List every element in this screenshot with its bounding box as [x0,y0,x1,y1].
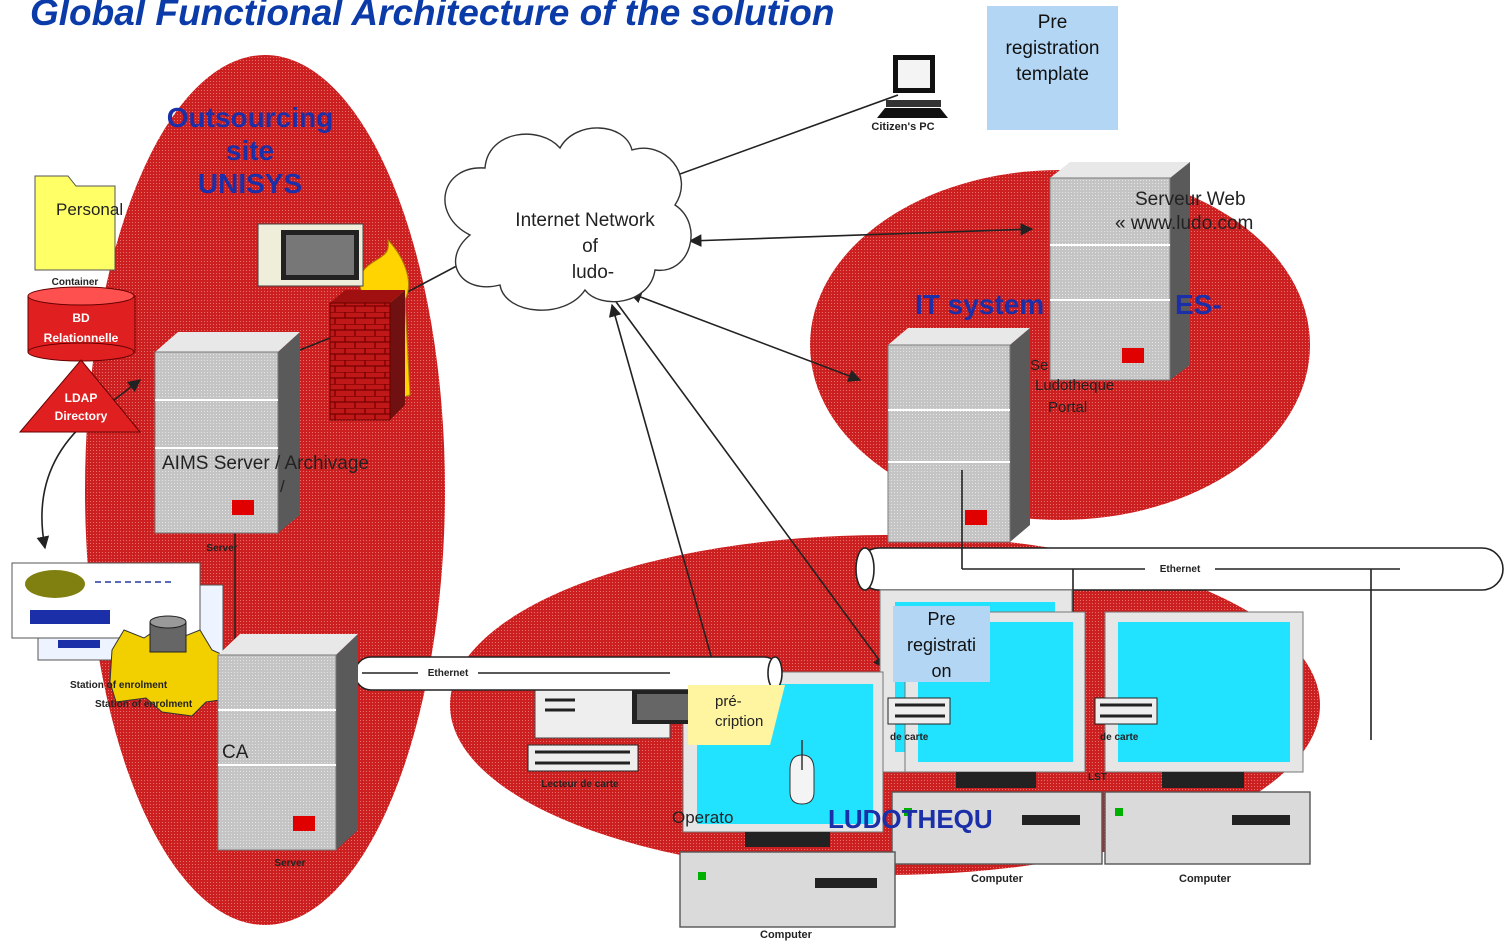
operator-label: Operato [672,808,733,827]
ethernet-bus-left [354,656,783,691]
portal-label-line2: Ludotheque [1035,377,1114,394]
it-systems-label-tail: ES- [1175,289,1222,320]
cloud-label-line3: ludo- [572,262,614,283]
note-bottom-line1: Pre [927,609,956,629]
database-label-line1: BD [72,311,90,325]
cloud-label-line2: of [582,236,599,257]
pre-inscription-line1: pré- [715,693,742,710]
outsourcing-label-line1: Outsourcing [167,102,333,133]
pre-inscription-note [688,685,785,745]
operator-workstation [679,671,896,928]
pre-registration-template-note: Pre registration template [987,6,1118,130]
personal-label: Personal [56,200,123,219]
note-top-line1: Pre [1037,12,1068,33]
ca-server-label: CA [222,742,249,763]
note-bottom-line2: registrati [906,635,977,655]
portal-label-line3: Portal [1048,399,1087,416]
ethernet-label-left: Ethernet [428,668,469,679]
outsourcing-zone-label: Outsourcing site UNISYS [167,102,333,199]
computer-unit-1 [891,791,1103,865]
citizen-pc-icon [877,55,948,118]
card-reader-caption-1: de carte [890,732,929,743]
ldap-label-line1: LDAP [65,391,98,405]
aims-server-caption: Server [206,543,237,554]
workstation-2 [1104,611,1304,788]
aims-server-label-slash: / [280,477,285,496]
internet-cloud: Internet Network of ludo- [444,127,692,311]
ethernet-label-right: Ethernet [1160,564,1201,575]
outsourcing-label-line3: UNISYS [198,168,302,199]
web-server-label-line1: Serveur Web [1135,189,1246,210]
ca-server-icon [217,634,358,851]
portal-server-icon [887,328,1030,543]
citizen-pc-caption: Citizen's PC [871,121,934,133]
aims-server-icon [154,332,300,534]
portal-label-line1: Se [1030,357,1048,374]
database-icon [27,286,136,362]
ludotheque-label: LUDOTHEQU [828,804,993,834]
firewall-icon [329,238,411,421]
it-systems-label: IT system [915,289,1044,320]
pre-inscription-line2: cription [715,713,763,730]
lst-caption: LST [1088,772,1107,783]
link-cloud-webserver [688,223,1034,247]
aims-server-label: AIMS Server / Archivage [162,453,369,474]
pre-registration-note: Pre registrati on [893,606,990,682]
card-reader-1 [887,697,951,725]
personal-caption: Container [52,277,99,288]
note-top-line2: registration [1005,38,1100,59]
ldap-label-line2: Directory [55,409,108,423]
computer-caption-1: Computer [971,873,1024,885]
note-bottom-line3: on [931,661,952,681]
computer-caption-3: Computer [760,929,813,941]
cloud-label-line1: Internet Network [515,210,655,231]
firewall-monitor-icon [257,223,364,287]
enrol-caption-2: Station of enrolment [95,699,193,710]
ethernet-bus-right [855,470,1504,740]
web-server-label-line2: « www.ludo.com [1115,213,1253,234]
computer-caption-2: Computer [1179,873,1232,885]
scanner-gear-icon [109,615,235,717]
note-top-line3: template [1016,64,1089,85]
personal-container-icon [34,175,116,271]
link-cloud-operator [599,278,886,670]
enrolment-documents-icon [11,562,224,661]
card-reader-caption-3: Lecteur de carte [541,779,619,790]
enrol-caption-1: Station of enrolment [70,680,168,691]
ca-server-caption: Server [274,858,305,869]
card-reader-caption-2: de carte [1100,732,1139,743]
enrolment-station [527,687,707,772]
outsourcing-label-line2: site [226,135,274,166]
link-ldap-enrol [36,419,89,550]
page-title: Global Functional Architecture of the so… [30,0,835,33]
web-server-icon [1049,162,1190,381]
card-reader-2 [1094,697,1158,725]
database-label-line2: Relationnelle [44,331,119,345]
ldap-directory-icon [18,359,142,433]
computer-unit-2 [1104,791,1311,865]
